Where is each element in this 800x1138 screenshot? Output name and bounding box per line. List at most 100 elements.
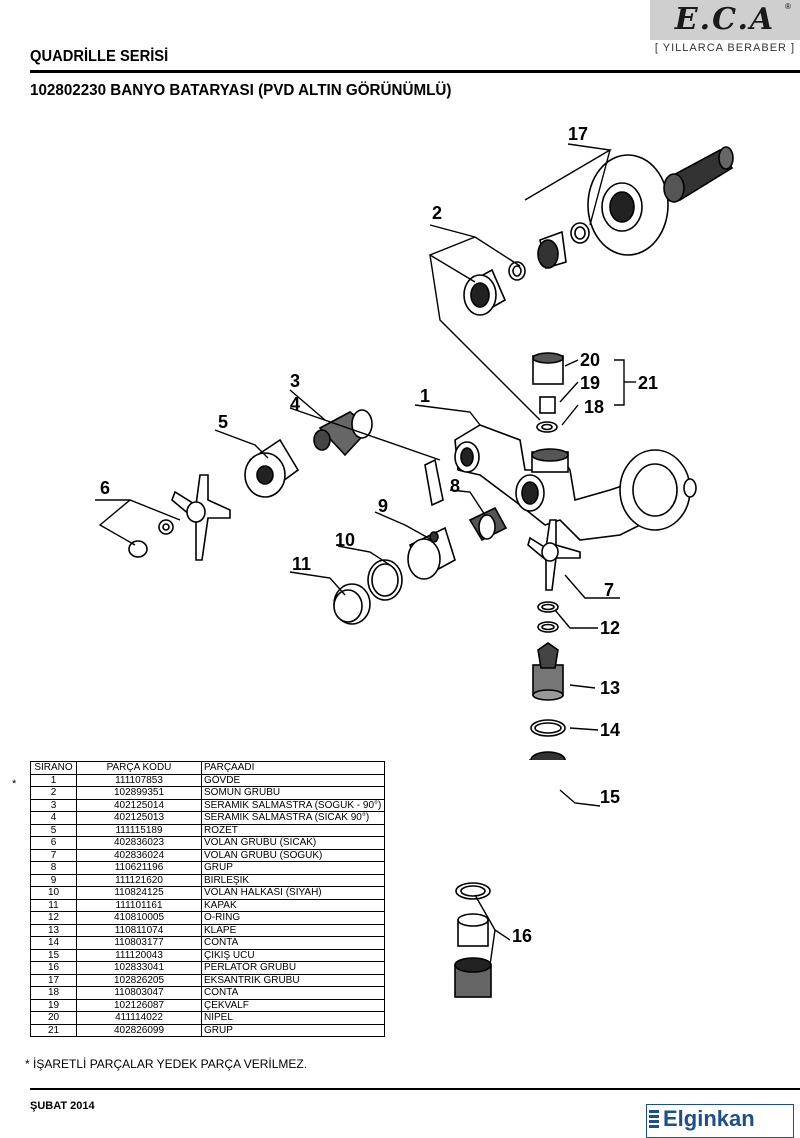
callout-19: 19 (580, 373, 600, 393)
cell-parca-adi: VOLAN GRUBU (SICAK) (201, 836, 385, 850)
callout-13: 13 (600, 678, 620, 698)
cell-parca-adi: ÇEKVALF (201, 998, 385, 1012)
part-9-union (407, 458, 456, 580)
part-3-4-cartridge (313, 409, 373, 457)
cell-parca-kodu: 402836023 (76, 836, 202, 850)
cell-sirano: 12 (30, 911, 77, 925)
cell-parca-adi: PERLATÖR GRUBU (201, 961, 385, 975)
cell-parca-kodu: 402826099 (76, 1023, 202, 1037)
cell-parca-kodu: 110811074 (76, 923, 202, 937)
header-parca-adi: PARÇAADI (201, 761, 385, 775)
cell-parca-kodu: 402836024 (76, 848, 202, 862)
callout-9: 9 (378, 496, 388, 516)
callout-10: 10 (335, 530, 355, 550)
cell-parca-kodu: 110803177 (76, 936, 202, 950)
cell-sirano: 8 (30, 861, 77, 875)
part-5-rosette (244, 438, 300, 498)
cell-parca-adi: GÖVDE (201, 773, 385, 787)
part-15-spout (529, 751, 566, 760)
exploded-parts-diagram: 17 2 20 19 18 21 3 4 1 5 8 6 9 10 11 7 1… (95, 124, 734, 760)
part-2-nut-group (463, 261, 526, 316)
callout-1: 1 (420, 386, 430, 406)
part-12-o-rings (537, 601, 559, 633)
product-title: 102802230 BANYO BATARYASI (PVD ALTIN GÖR… (30, 82, 452, 99)
cell-parca-kodu: 411114022 (76, 1011, 202, 1025)
cell-parca-kodu: 102899351 (76, 786, 202, 800)
cell-sirano: 11 (30, 898, 77, 912)
cell-parca-adi: NİPEL (201, 1011, 385, 1025)
cell-sirano: 20 (30, 1011, 77, 1025)
cell-sirano: 2 (30, 786, 77, 800)
part-11-cap (333, 583, 371, 625)
cell-parca-kodu: 111115189 (76, 823, 202, 837)
cell-parca-kodu: 111107853 (76, 773, 202, 787)
cell-parca-kodu: 111121620 (76, 873, 202, 887)
part-17-eccentric (537, 146, 734, 270)
cell-parca-kodu: 102826205 (76, 973, 202, 987)
cell-parca-adi: GRUP (201, 861, 385, 875)
callout-8: 8 (450, 476, 460, 496)
callout-4: 4 (290, 394, 300, 414)
cell-parca-kodu: 402125014 (76, 798, 202, 812)
cell-parca-kodu: 402125013 (76, 811, 202, 825)
cell-sirano: 21 (30, 1023, 77, 1037)
header-divider (30, 70, 800, 73)
cell-sirano: 15 (30, 948, 77, 962)
cell-parca-adi: VOLAN GRUBU (SOĞUK) (201, 848, 385, 862)
cell-sirano: 1 (30, 773, 77, 787)
table-header-row: SIRANO PARÇA KODU PARÇAADI (30, 761, 385, 775)
footer-divider (30, 1088, 800, 1090)
dealer-logo: Elginkan (663, 1106, 755, 1131)
publication-date: ŞUBAT 2014 (30, 1100, 95, 1112)
callout-18: 18 (584, 397, 604, 417)
header-parca-kodu: PARÇA KODU (76, 761, 202, 775)
footer-note: * İŞARETLİ PARÇALAR YEDEK PARÇA VERİLMEZ… (25, 1057, 308, 1071)
cell-parca-adi: KAPAK (201, 898, 385, 912)
callout-11: 11 (292, 554, 311, 574)
callout-20: 20 (580, 350, 600, 370)
callout-5: 5 (218, 412, 228, 432)
callout-3: 3 (290, 371, 300, 391)
callout-6: 6 (100, 478, 110, 498)
cell-sirano: 18 (30, 986, 77, 1000)
registered-mark: ® (785, 2, 791, 11)
cell-parca-adi: CONTA (201, 986, 385, 1000)
cell-parca-adi: CONTA (201, 936, 385, 950)
callout-21: 21 (638, 373, 658, 393)
cell-parca-adi: EKSANTRİK GRUBU (201, 973, 385, 987)
callout-17: 17 (568, 124, 588, 144)
cell-parca-adi: ROZET (201, 823, 385, 837)
cell-sirano: 17 (30, 973, 77, 987)
cell-sirano: 13 (30, 923, 77, 937)
non-spare-marker: * (12, 778, 17, 790)
eca-logo: E.C.A (674, 2, 776, 37)
cell-parca-kodu: 410810005 (76, 911, 202, 925)
cell-parca-kodu: 111120043 (76, 948, 202, 962)
cell-parca-adi: SOMUN GRUBU (201, 786, 385, 800)
callout-15: 15 (600, 787, 620, 807)
callout-14: 14 (600, 720, 620, 740)
cell-parca-adi: O-RİNG (201, 911, 385, 925)
part-13-valve (532, 642, 564, 701)
cell-sirano: 5 (30, 823, 77, 837)
dealer-logo-icon (649, 1110, 659, 1130)
cell-parca-kodu: 110824125 (76, 886, 202, 900)
